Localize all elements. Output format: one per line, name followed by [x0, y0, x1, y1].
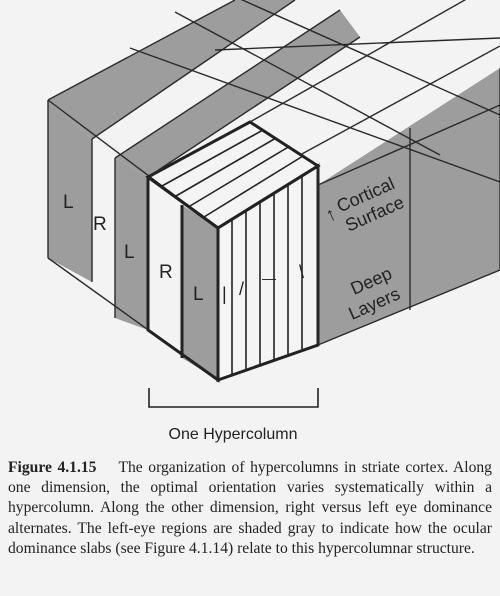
slab-label-back-l: L	[63, 192, 74, 213]
bracket-label: One Hypercolumn	[169, 426, 298, 443]
left-eye-gray-regions	[48, 0, 500, 380]
left-eye-slab-front-back	[48, 100, 92, 282]
left-eye-slab-top-back	[48, 0, 295, 139]
hypercolumn-bracket	[148, 388, 319, 408]
left-eye-slab-right-side	[318, 68, 500, 345]
orientation-mark-horizontal: —	[262, 270, 276, 286]
slab-label-back-r: R	[93, 214, 107, 235]
caption-text: The organization of hypercolumns in stri…	[8, 459, 492, 557]
hypercolumn-diagram: L R L R L | / — \ ↑ Cortical Surface Dee…	[47, 0, 500, 443]
caption-label: Figure 4.1.15	[8, 459, 97, 476]
left-eye-slab-top-mid	[115, 10, 360, 177]
slab-label-mid-l: L	[124, 242, 135, 263]
orientation-columns	[161, 129, 304, 374]
orientation-mark-backslash: \	[299, 262, 304, 282]
orientation-mark-oblique: /	[239, 279, 244, 299]
left-eye-slab-front-mid	[115, 158, 148, 330]
left-eye-slab-hc-left	[182, 205, 218, 380]
slab-label-front-l: L	[193, 284, 204, 305]
slab-label-front-r: R	[159, 262, 173, 283]
figure-caption: Figure 4.1.15 The organization of hyperc…	[8, 458, 492, 559]
hypercolumn-outline	[146, 175, 220, 383]
orientation-mark-vertical: |	[222, 284, 227, 304]
